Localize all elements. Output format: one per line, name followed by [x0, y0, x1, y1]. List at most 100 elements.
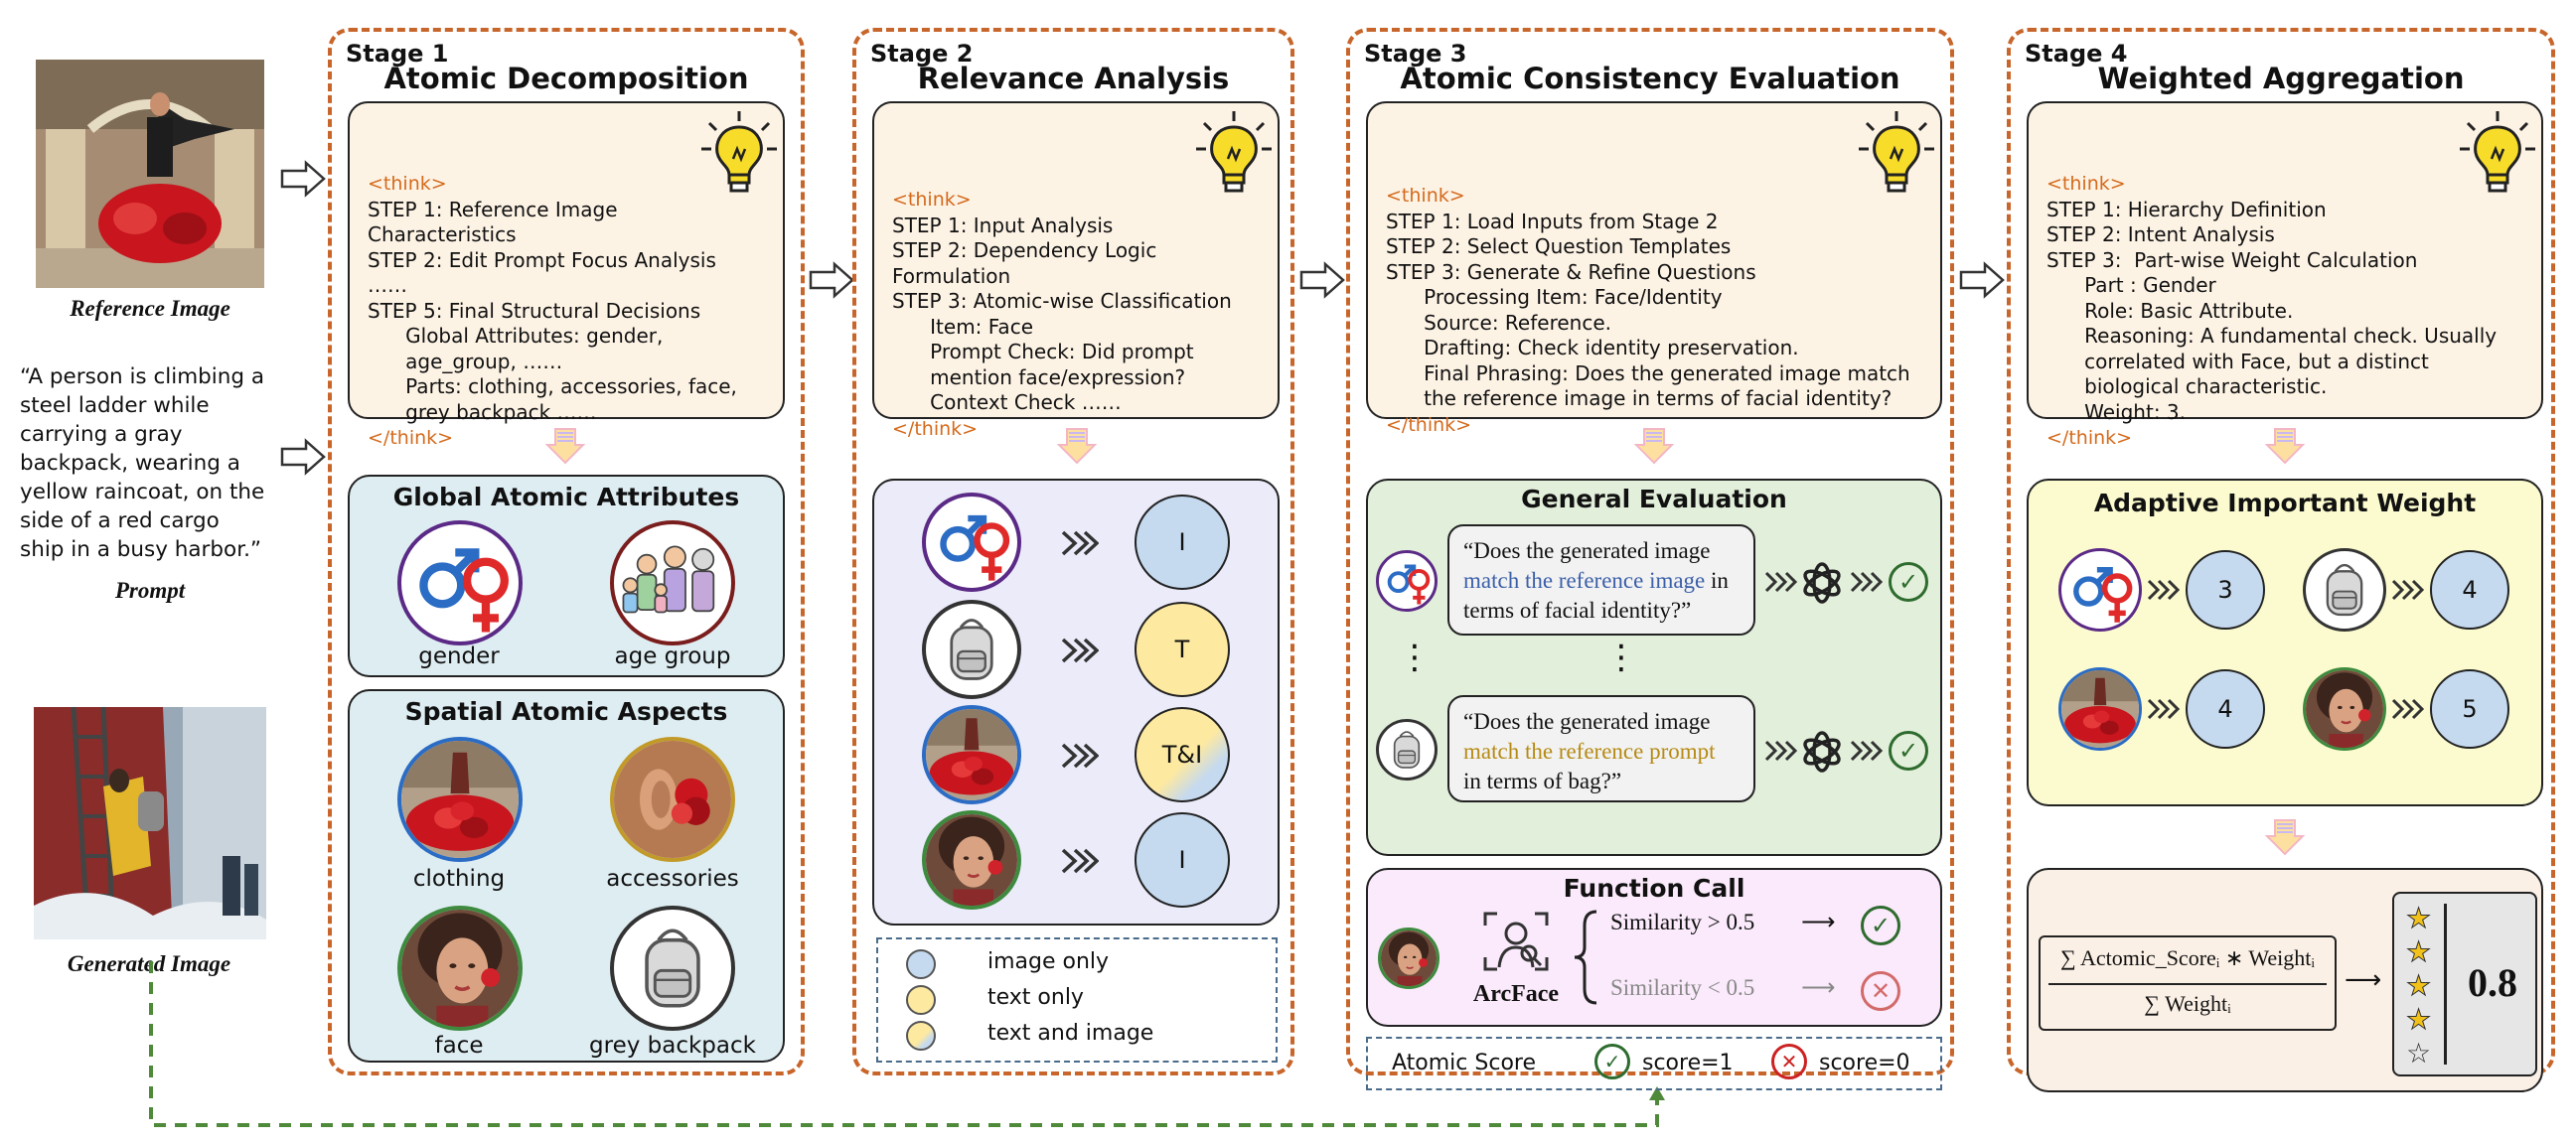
think-tag: <think> — [368, 173, 447, 195]
relevance-panel: I T T&I I — [872, 479, 1280, 926]
final-score: 0.8 — [2468, 960, 2517, 1005]
cross-icon: ✕ — [1771, 1044, 1807, 1079]
lightbulb-icon — [701, 111, 777, 193]
category-gender: I — [1135, 495, 1230, 590]
lightbulb-icon — [2460, 111, 2535, 193]
down-arrow-icon — [1058, 428, 1096, 464]
relevance-gender — [922, 493, 1021, 592]
clothing-image — [397, 737, 523, 862]
chevron-right-icon — [2147, 579, 2181, 601]
check-icon: ✓ — [1889, 562, 1928, 602]
similarity-low: Similarity < 0.5 — [1610, 975, 1755, 1000]
eval-backpack — [1376, 719, 1438, 781]
legend-text-and-image: text and image — [987, 1021, 1154, 1046]
chevron-right-icon — [2391, 579, 2425, 601]
stage-2-think-text: <think> STEP 1: Input Analysis STEP 2: D… — [892, 189, 1232, 440]
relevance-face — [922, 810, 1021, 910]
legend-swatch-text-and-image — [906, 1021, 936, 1051]
chevron-right-icon — [2147, 698, 2181, 720]
eval-gender — [1376, 550, 1438, 612]
stage-3-label: Stage 3 — [1364, 40, 1467, 68]
arrow-right-icon — [1959, 262, 2005, 298]
star-outline-icon: ☆ — [2406, 1037, 2432, 1070]
check-icon: ✓ — [1861, 906, 1900, 945]
chevron-right-icon — [1061, 530, 1099, 556]
gender-icon — [926, 497, 1017, 588]
stage-4-think-box: <think> STEP 1: Hierarchy Definition STE… — [2027, 101, 2543, 449]
weight-backpack — [2303, 548, 2386, 632]
formula-box: ∑ Actomic_Scoreᵢ ∗ Weightᵢ ∑ Weightᵢ — [2039, 935, 2337, 1031]
star-icon: ★ — [2405, 902, 2432, 935]
arrow-right-icon — [809, 262, 854, 298]
stage-3-think-box: <think> STEP 1: Load Inputs from Stage 2… — [1366, 101, 1942, 436]
stage-4-title: Weighted Aggregation — [2097, 62, 2465, 95]
spatial-item-accessories: accessories — [606, 866, 739, 892]
down-arrow-icon — [2266, 428, 2304, 464]
vdots-left: ⋮ — [1398, 638, 1432, 677]
star-icon: ★ — [2405, 1003, 2432, 1037]
category-clothing: T&I — [1135, 707, 1230, 802]
global-attributes-panel: Global Atomic Attributes gender age grou… — [348, 475, 785, 677]
chevron-right-icon — [1850, 740, 1884, 762]
star-icon: ★ — [2405, 969, 2432, 1003]
check-icon: ✓ — [1594, 1044, 1630, 1079]
formula-denominator: ∑ Weightᵢ — [2144, 991, 2231, 1016]
spatial-item-grey-backpack: grey backpack — [589, 1033, 756, 1059]
check-icon: ✓ — [1889, 731, 1928, 771]
backpack-icon — [2326, 563, 2363, 617]
adaptive-weight-title: Adaptive Important Weight — [2093, 489, 2477, 517]
age-group-symbol — [610, 520, 735, 645]
category-face: I — [1135, 812, 1230, 908]
gender-icon — [401, 524, 519, 642]
chevron-right-icon — [1764, 740, 1798, 762]
chevron-right-icon — [1061, 848, 1099, 874]
weight-value-clothing: 4 — [2186, 669, 2265, 749]
stage-2-label: Stage 2 — [870, 40, 974, 68]
stage-3-title: Atomic Consistency Evaluation — [1400, 62, 1900, 95]
face-scan-icon — [1483, 912, 1549, 971]
openai-icon — [1803, 562, 1841, 604]
weight-clothing — [2058, 667, 2142, 751]
star-icon: ★ — [2405, 935, 2432, 969]
reference-image-caption: Reference Image — [70, 296, 230, 321]
face-image — [397, 906, 523, 1031]
spatial-item-face: face — [434, 1033, 484, 1059]
arcface-label: ArcFace — [1472, 981, 1560, 1007]
score-card: ★ ★ ★ ★ ☆ 0.8 — [2392, 892, 2537, 1076]
lightbulb-icon — [1859, 111, 1934, 193]
atomic-score-legend: Atomic Score ✓ score=1 ✕ score=0 — [1366, 1037, 1942, 1090]
weight-value-face: 5 — [2430, 669, 2509, 749]
category-backpack: T — [1135, 602, 1230, 697]
grey-backpack-image — [610, 906, 735, 1031]
stage-4-label: Stage 4 — [2025, 40, 2128, 68]
score-negative: score=0 — [1819, 1051, 1910, 1075]
atomic-score-label: Atomic Score — [1392, 1051, 1536, 1075]
arrow-high: ⟶ — [1801, 908, 1836, 935]
legend-image-only: image only — [987, 949, 1110, 974]
function-face — [1378, 928, 1440, 989]
openai-icon — [1803, 731, 1841, 773]
chevron-right-icon — [1764, 571, 1798, 593]
think-tag: </think> — [2046, 427, 2133, 449]
relevance-clothing — [922, 705, 1021, 804]
prompt-caption: Prompt — [114, 578, 186, 603]
score-positive: score=1 — [1642, 1051, 1734, 1075]
generated-image-caption: Generated Image — [67, 951, 231, 976]
arrow-low: ⟶ — [1801, 973, 1836, 1001]
generated-image — [34, 706, 266, 940]
function-call-title: Function Call — [1563, 874, 1745, 903]
function-call-panel: Function Call ArcFace Similarity > 0.5 ⟶… — [1366, 868, 1942, 1027]
legend-swatch-text-only — [906, 985, 936, 1015]
backpack-icon — [645, 928, 700, 1008]
cross-icon: ✕ — [1861, 971, 1900, 1011]
global-item-age-group: age group — [614, 643, 731, 669]
stage-2-title: Relevance Analysis — [917, 62, 1230, 95]
chevron-right-icon — [1061, 638, 1099, 663]
formula-arrow: ⟶ — [2345, 965, 2382, 995]
think-tag: <think> — [892, 189, 972, 211]
brace-icon — [1574, 910, 1597, 1005]
family-icon — [622, 545, 715, 614]
final-score-panel: ∑ Actomic_Scoreᵢ ∗ Weightᵢ ∑ Weightᵢ ⟶ ★… — [2027, 868, 2543, 1092]
similarity-high: Similarity > 0.5 — [1610, 910, 1755, 934]
spatial-aspects-panel: Spatial Atomic Aspects clothing accessor… — [348, 689, 785, 1063]
